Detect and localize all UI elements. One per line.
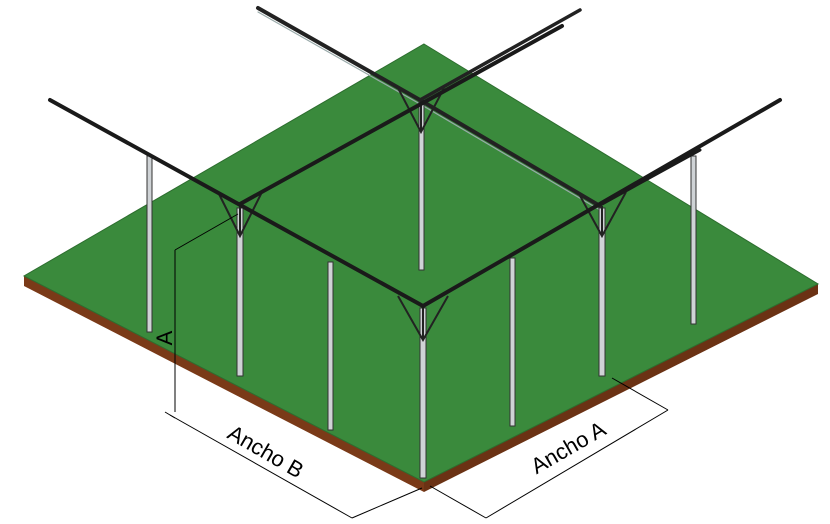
beam-left-long [48,98,425,308]
braces [217,87,627,343]
ground-edge-right [424,284,818,492]
back-beam-left-inner [257,11,421,105]
ancho-a-dim-line [485,409,669,519]
back-beam-to-right-node [418,98,602,208]
ancho-a-ext-right [611,377,669,411]
post-far-left [146,155,153,333]
height-dim-ext-top [174,213,239,251]
post-mid-left [327,261,334,431]
ancho-b-label: Ancho B [223,420,308,483]
beam-right-extension [600,148,702,206]
height-marker-label: A [152,330,177,345]
brace-left-node [217,191,263,239]
ancho-b-ext-right [351,487,423,519]
back-beam-right [418,8,582,102]
back-beams [256,6,602,211]
beam-left-to-back [238,24,564,206]
back-beam-left [256,6,422,102]
front-beams [48,24,782,308]
brace-right-node [577,191,627,239]
back-beam-to-right-node-inner [419,103,601,211]
ancho-a-ext-left [429,485,487,519]
ancho-b-dim-line [169,414,353,519]
post-mid-right [509,257,516,427]
dimension-lines [164,213,669,519]
brace-front-node [397,295,449,343]
post-far-right [690,155,697,325]
ground-edge-left [24,276,424,492]
